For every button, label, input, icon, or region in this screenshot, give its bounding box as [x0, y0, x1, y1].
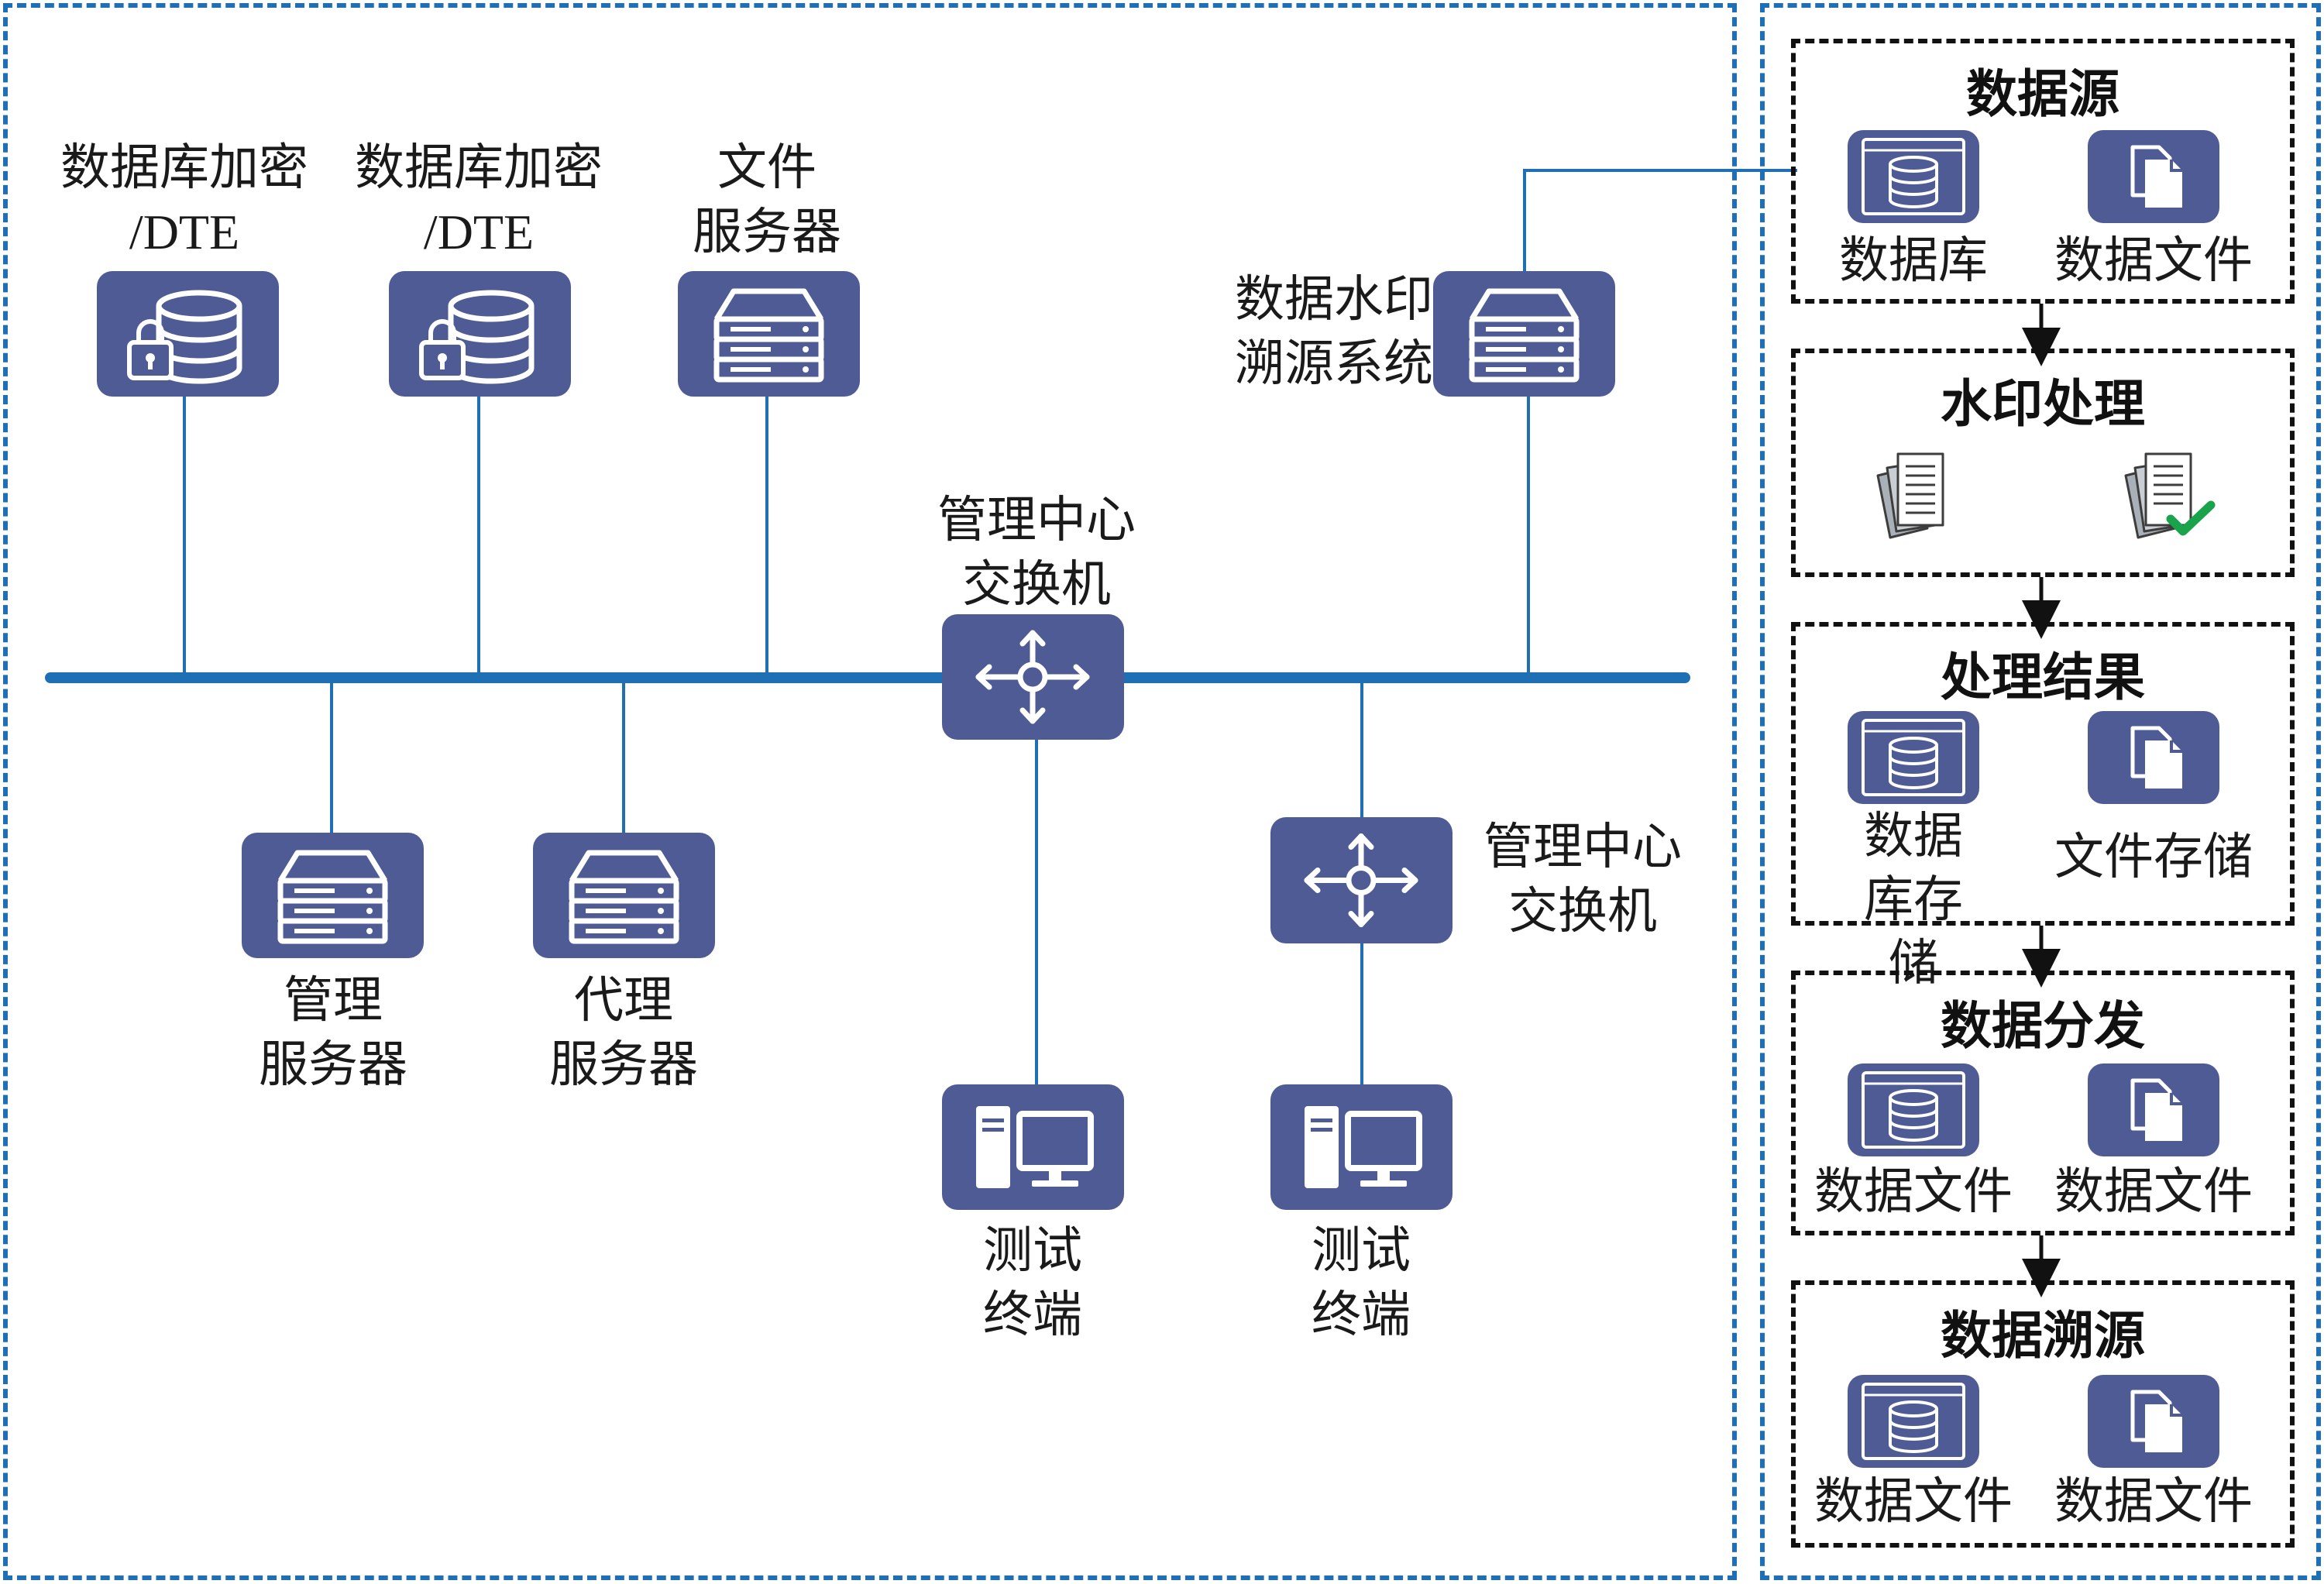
flow-step-data-source: [1791, 39, 2295, 304]
copy-files-icon: [2130, 726, 2182, 789]
copy-files-icon: [2130, 1390, 2182, 1452]
terminal-1-label-2: 终端: [983, 1287, 1082, 1344]
flow-step-5-database-tile: [1848, 1375, 1979, 1468]
database-window-icon: [1862, 138, 1965, 215]
flow-step-2-title: 水印处理: [1941, 374, 2145, 434]
document-stack-check-icon: [2124, 452, 2216, 539]
flow-step-4-title: 数据分发: [1941, 996, 2145, 1056]
server-icon: [713, 288, 824, 383]
flow-step-3-file-tile: [2088, 711, 2219, 804]
flow-step-data-distribution: [1791, 971, 2295, 1235]
switch-icon: [975, 630, 1090, 724]
sub-switch-label-1: 管理中心: [1483, 819, 1682, 876]
encrypted-database-icon: [419, 290, 535, 384]
terminal-1-label-1: 测试: [983, 1222, 1082, 1280]
db-encrypt-2-label-1: 数据库加密: [355, 139, 603, 197]
flow-step-1-label-1: 数据库: [1839, 232, 1988, 290]
flow-step-1-label-2: 数据文件: [2054, 232, 2253, 290]
db-encrypt-2-label-2: /DTE: [423, 204, 535, 259]
flow-step-4-label-1: 数据文件: [1814, 1163, 2013, 1221]
document-stack-icon: [1876, 452, 1944, 539]
file-server-node[interactable]: [678, 271, 860, 397]
flow-step-5-title: 数据溯源: [1941, 1306, 2145, 1366]
copy-files-icon: [2130, 1078, 2182, 1141]
mgmt-server-node[interactable]: [242, 833, 424, 958]
flow-step-4-file-tile: [2088, 1063, 2219, 1156]
proxy-server-label-1: 代理: [574, 972, 673, 1029]
terminal-2-label-2: 终端: [1312, 1287, 1411, 1344]
flow-step-watermark-processing: [1791, 349, 2295, 577]
flow-step-5-label-2: 数据文件: [2054, 1473, 2253, 1531]
terminal-1-node[interactable]: [942, 1084, 1124, 1210]
flow-step-processing-result: [1791, 622, 2295, 926]
terminal-2-node[interactable]: [1270, 1084, 1452, 1210]
flow-step-3-title: 处理结果: [1941, 648, 2145, 707]
flow-step-1-database-tile: [1848, 130, 1979, 223]
db-encrypt-2-node[interactable]: [389, 271, 571, 397]
proxy-server-label-2: 服务器: [549, 1036, 698, 1094]
flow-step-1-file-tile: [2088, 130, 2219, 223]
core-switch-label-1: 管理中心: [937, 492, 1136, 549]
core-switch-label-2: 交换机: [962, 556, 1111, 613]
database-window-icon: [1862, 1071, 1965, 1149]
file-server-label-1: 文件: [717, 139, 816, 197]
database-window-icon: [1862, 719, 1965, 796]
desktop-computer-icon: [976, 1106, 1094, 1188]
server-icon: [277, 850, 388, 944]
server-icon: [1469, 288, 1580, 383]
watermark-system-label-1: 数据水印: [1235, 271, 1433, 328]
terminal-2-label-1: 测试: [1312, 1222, 1411, 1280]
watermark-system-node[interactable]: [1433, 271, 1615, 397]
flow-step-4-database-tile: [1848, 1063, 1979, 1156]
link-to-data-source: [1523, 169, 1797, 271]
flow-step-5-label-1: 数据文件: [1814, 1473, 2013, 1531]
flow-step-3-label-1: 数据库存储: [1864, 808, 1963, 992]
flow-step-5-file-tile: [2088, 1375, 2219, 1468]
flow-step-data-tracing: [1791, 1280, 2295, 1548]
core-switch-node[interactable]: [942, 614, 1124, 740]
flow-step-3-label-2: 文件存储: [2054, 829, 2253, 886]
watermark-flow-frame: [1760, 3, 2321, 1580]
db-encrypt-1-node[interactable]: [97, 271, 279, 397]
mgmt-server-label-1: 管理: [284, 972, 383, 1029]
db-encrypt-1-label-1: 数据库加密: [60, 139, 308, 197]
switch-icon: [1304, 833, 1418, 927]
db-encrypt-1-label-2: /DTE: [129, 204, 240, 259]
desktop-computer-icon: [1305, 1106, 1422, 1188]
flow-step-1-title: 数据源: [1966, 64, 2119, 124]
sub-switch-node[interactable]: [1270, 817, 1452, 943]
mgmt-server-label-2: 服务器: [259, 1036, 407, 1094]
flow-step-3-database-tile: [1848, 711, 1979, 804]
encrypted-database-icon: [127, 290, 242, 384]
proxy-server-node[interactable]: [533, 833, 715, 958]
sub-switch-label-2: 交换机: [1508, 883, 1657, 940]
flow-step-4-label-2: 数据文件: [2054, 1163, 2253, 1221]
watermark-system-label-2: 溯源系统: [1235, 335, 1433, 393]
server-icon: [569, 850, 679, 944]
database-window-icon: [1862, 1383, 1965, 1460]
file-server-label-2: 服务器: [693, 204, 841, 261]
network-topology-frame: [3, 3, 1737, 1580]
copy-files-icon: [2130, 145, 2182, 208]
